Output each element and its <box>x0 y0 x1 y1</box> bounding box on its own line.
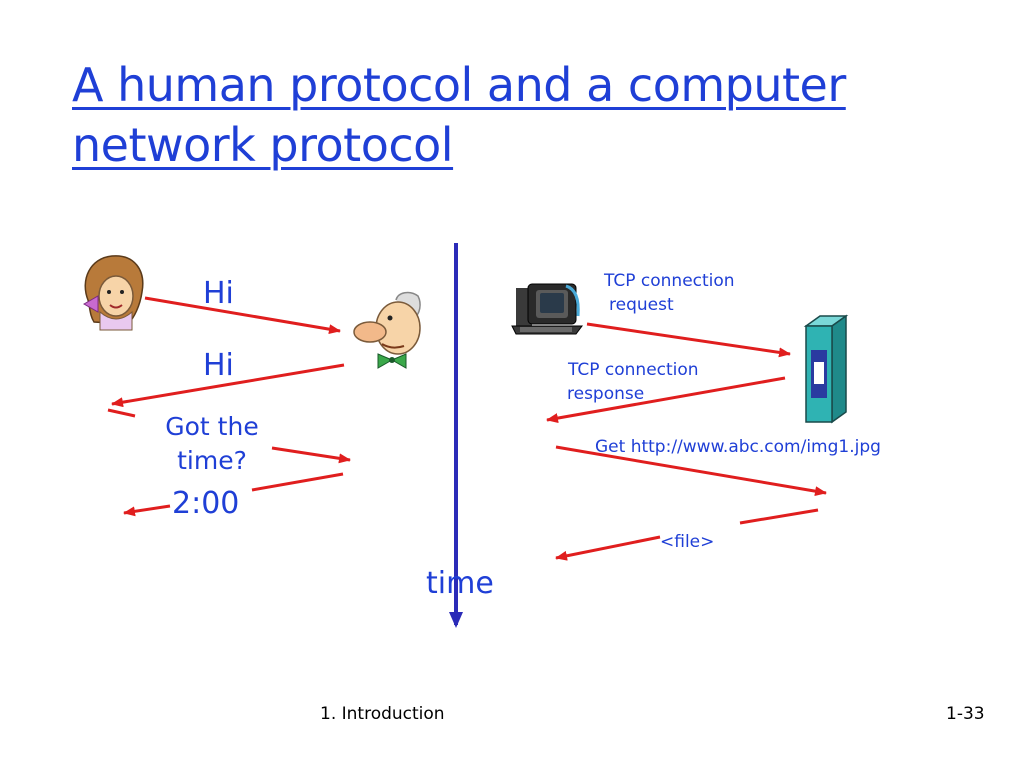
computer-terminal-icon <box>511 283 583 335</box>
server-tower-icon <box>803 314 849 424</box>
arrow-hi-2 <box>111 363 345 408</box>
man-cartoon-icon <box>353 291 421 369</box>
arrow-file <box>555 535 661 561</box>
label-file: <file> <box>660 532 715 552</box>
label-tcp-response-line1: TCP connection <box>568 360 699 380</box>
arrow-2-00 <box>123 504 171 517</box>
arrow-tcp-response <box>546 376 786 424</box>
arrow-get-request <box>555 445 827 497</box>
label-get-request: Get http://www.abc.com/img1.jpg <box>595 437 881 457</box>
slide-title-line2: network protocol <box>72 118 454 172</box>
label-hi-2: Hi <box>203 348 234 383</box>
label-2-00: 2:00 <box>172 486 240 521</box>
footer-chapter: 1. Introduction <box>320 704 445 724</box>
label-tcp-response-line2: response <box>567 384 645 404</box>
label-tcp-request-line2: request <box>609 295 674 315</box>
timeline-arrowhead <box>449 612 463 628</box>
arrow-got-time-lead <box>107 408 136 418</box>
footer-slide-number: 1-33 <box>946 704 985 724</box>
label-tcp-request-line1: TCP connection <box>604 271 735 291</box>
label-time-axis: time <box>426 566 494 601</box>
slide-title-line1: A human protocol and a computer <box>72 58 846 112</box>
arrow-2-00-lead <box>251 472 344 492</box>
arrow-file-lead <box>739 508 819 525</box>
arrow-got-time <box>271 446 351 464</box>
arrow-hi-1 <box>144 296 341 335</box>
label-got-the-time: Got the time? <box>165 412 259 475</box>
arrow-tcp-request <box>586 322 791 358</box>
label-hi-1: Hi <box>203 276 234 311</box>
woman-cartoon-icon <box>82 255 144 331</box>
